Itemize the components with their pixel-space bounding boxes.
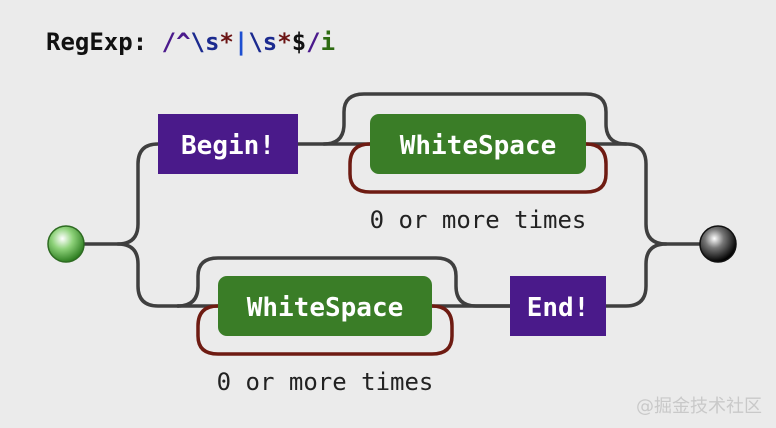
regexp-label: RegExp: bbox=[46, 28, 148, 56]
loop-bottom bbox=[196, 304, 454, 356]
pattern-token: / bbox=[161, 28, 177, 56]
rail-start-split-lower bbox=[116, 242, 180, 308]
rail-end-join bbox=[604, 242, 668, 308]
rail-start-split bbox=[82, 142, 160, 246]
end-terminal bbox=[699, 225, 737, 263]
loop-top bbox=[348, 142, 608, 194]
watermark: @掘金技术社区 bbox=[636, 396, 762, 417]
end-label: End! bbox=[527, 293, 590, 323]
regexp-pattern: /^\s*|\s*$/i bbox=[162, 28, 335, 56]
rail-top-skip bbox=[322, 92, 628, 146]
begin-label: Begin! bbox=[181, 131, 275, 161]
begin-node: Begin! bbox=[158, 114, 298, 174]
whitespace-node-bottom: WhiteSpace bbox=[218, 276, 432, 336]
pattern-token: i bbox=[320, 28, 336, 56]
pattern-token: * bbox=[277, 28, 292, 56]
pattern-token: ^ bbox=[176, 28, 191, 56]
whitespace-bottom-label: WhiteSpace bbox=[247, 293, 404, 323]
pattern-token: | bbox=[233, 28, 249, 56]
rail-ws-out bbox=[584, 142, 702, 246]
loop-rails bbox=[196, 142, 608, 356]
whitespace-top-label: WhiteSpace bbox=[400, 131, 557, 161]
pattern-token: $ bbox=[291, 28, 307, 56]
pattern-token: \s bbox=[248, 28, 278, 56]
rail-bottom-skip bbox=[176, 256, 512, 308]
bottom-repeat-caption: 0 or more times bbox=[217, 368, 434, 396]
start-terminal bbox=[47, 225, 85, 263]
end-node: End! bbox=[510, 276, 606, 336]
pattern-token: / bbox=[306, 28, 321, 56]
pattern-token: * bbox=[219, 28, 234, 56]
whitespace-node-top: WhiteSpace bbox=[370, 114, 586, 174]
regexp-title: RegExp: /^\s*|\s*$/i bbox=[46, 28, 335, 56]
top-repeat-caption: 0 or more times bbox=[370, 206, 587, 234]
pattern-token: \s bbox=[190, 28, 220, 56]
